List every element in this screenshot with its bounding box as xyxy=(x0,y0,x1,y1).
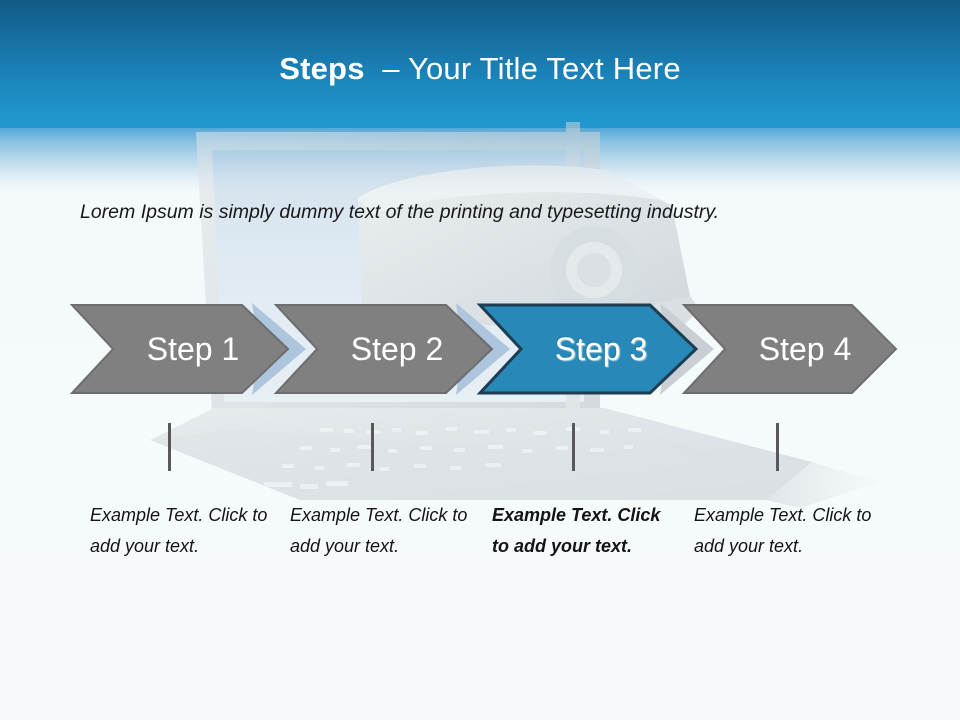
header-band xyxy=(0,0,960,128)
chevron-label-step-1[interactable]: Step 1 xyxy=(146,331,240,367)
lead-paragraph: Lorem Ipsum is simply dummy text of the … xyxy=(80,201,720,223)
connector-tick-step-4 xyxy=(776,423,779,471)
chevron-label-step-4[interactable]: Step 4 xyxy=(758,331,852,367)
caption-step-1[interactable]: Example Text. Click to add your text. xyxy=(90,505,268,557)
caption-step-2[interactable]: Example Text. Click to add your text. xyxy=(290,505,468,557)
connector-tick-step-1 xyxy=(168,423,171,471)
slide-title: Steps – Your Title Text Here xyxy=(0,51,960,86)
slide-title-bold: Steps xyxy=(279,51,365,86)
connector-tick-step-3 xyxy=(572,423,575,471)
caption-step-4[interactable]: Example Text. Click to add your text. xyxy=(694,505,872,557)
caption-step-3[interactable]: Example Text. Click to add your text. xyxy=(492,505,661,557)
chevron-label-step-2[interactable]: Step 2 xyxy=(350,331,444,367)
connector-tick-step-2 xyxy=(371,423,374,471)
header-fade-band xyxy=(0,128,960,194)
chevron-label-step-3[interactable]: Step 3 xyxy=(554,331,648,367)
slide-title-rest: – Your Title Text Here xyxy=(364,51,681,86)
